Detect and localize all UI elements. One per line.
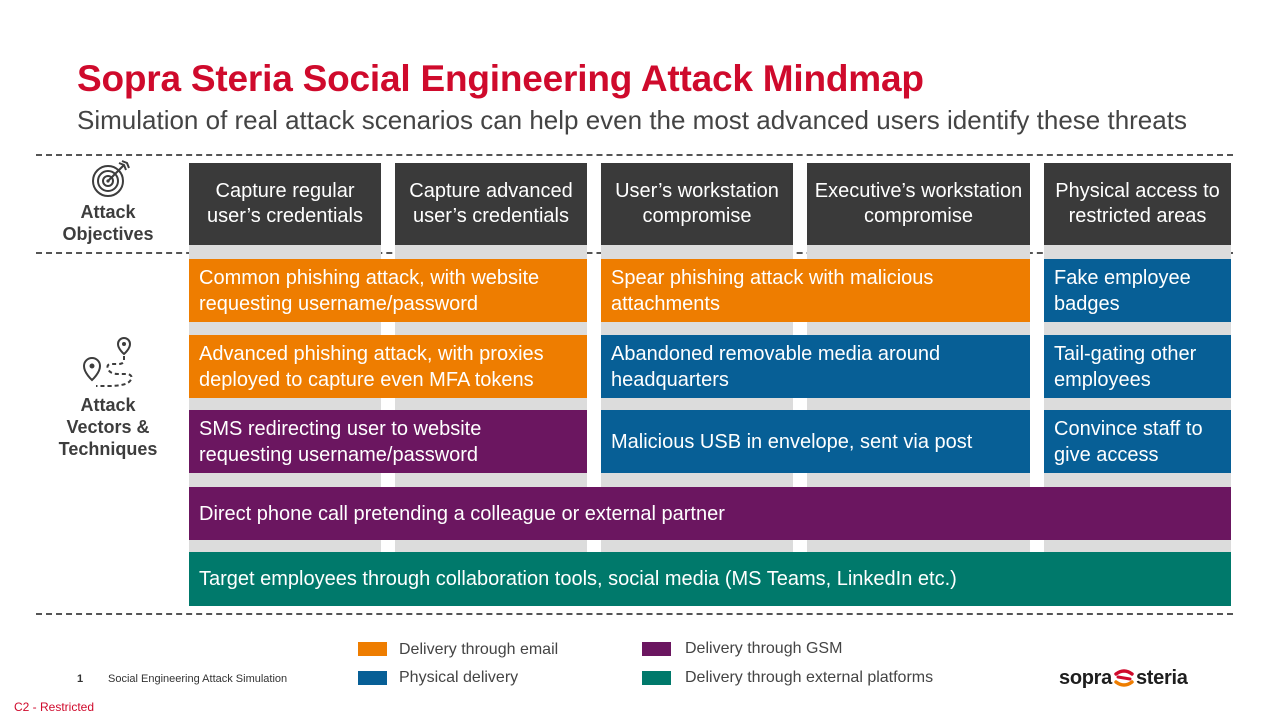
technique-tailgating: Tail-gating other employees: [1044, 335, 1231, 398]
objective-executive-workstation: Executive’s workstation compromise: [807, 163, 1030, 245]
objective-workstation-compromise: User’s workstation compromise: [601, 163, 793, 245]
page-title: Sopra Steria Social Engineering Attack M…: [77, 58, 924, 99]
objective-physical-access: Physical access to restricted areas: [1044, 163, 1231, 245]
divider-bottom: [36, 613, 1233, 615]
route-map-pin-icon: [78, 336, 138, 390]
page-subtitle: Simulation of real attack scenarios can …: [77, 105, 1187, 135]
technique-fake-badges: Fake employee badges: [1044, 259, 1231, 322]
legend-swatch-physical: [358, 671, 387, 685]
technique-usb-post: Malicious USB in envelope, sent via post: [601, 410, 1030, 473]
sopra-steria-logo-icon: [1113, 667, 1135, 689]
logo-text-sopra: sopra: [1059, 666, 1112, 689]
logo-text-steria: steria: [1135, 666, 1188, 689]
divider-top: [36, 154, 1233, 156]
technique-collaboration-tools: Target employees through collaboration t…: [189, 552, 1231, 606]
technique-common-phishing: Common phishing attack, with website req…: [189, 259, 587, 322]
attack-vectors-label: Attack Vectors & Techniques: [58, 395, 158, 459]
legend-label-physical: Physical delivery: [399, 669, 519, 686]
technique-removable-media: Abandoned removable media around headqua…: [601, 335, 1030, 398]
legend-label-email: Delivery through email: [399, 641, 559, 658]
technique-convince-staff: Convince staff to give access: [1044, 410, 1231, 473]
objective-regular-credentials: Capture regular user’s credentials: [189, 163, 381, 245]
technique-sms-redirect: SMS redirecting user to website requesti…: [189, 410, 587, 473]
sopra-steria-logo: sopra steria: [1059, 666, 1188, 690]
legend-swatch-email: [358, 642, 387, 656]
document-name: Social Engineering Attack Simulation: [108, 673, 288, 685]
objective-advanced-credentials: Capture advanced user’s credentials: [395, 163, 587, 245]
legend-swatch-gsm: [642, 642, 671, 656]
classification-label: C2 - Restricted: [14, 700, 95, 714]
attack-objectives-label: Attack Objectives: [62, 202, 154, 244]
technique-spear-phishing: Spear phishing attack with malicious att…: [601, 259, 1030, 322]
legend-label-gsm: Delivery through GSM: [685, 640, 843, 657]
technique-phone-call: Direct phone call pretending a colleague…: [189, 487, 1231, 540]
technique-advanced-phishing: Advanced phishing attack, with proxies d…: [189, 335, 587, 398]
target-icon: [88, 158, 132, 200]
legend-swatch-external: [642, 671, 671, 685]
legend-label-external: Delivery through external platforms: [685, 669, 934, 686]
page-number: 1: [77, 673, 84, 685]
